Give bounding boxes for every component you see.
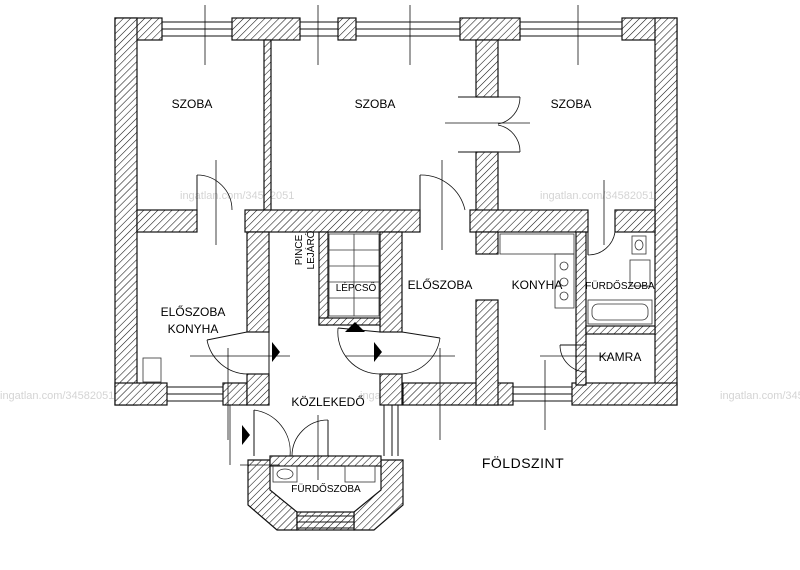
room-label-lepcso: LÉPCSŐ <box>336 280 377 294</box>
watermark-text: ingatlan.com/34582051 <box>720 390 800 402</box>
room-label-eloszoba: ELŐSZOBA <box>408 277 473 292</box>
room-label-szoba-middle: SZOBA <box>355 97 396 111</box>
room-label-kamra: KAMRA <box>599 350 642 364</box>
room-label-lejaro: LEJÁRÓ <box>304 230 317 269</box>
doors <box>196 96 616 457</box>
room-label-eloszoba-konyha-2: KONYHA <box>168 322 219 336</box>
watermark-text: ingatlan.com/34582051 <box>540 190 654 202</box>
axis-lines <box>190 5 610 480</box>
arrow-marker <box>345 322 365 332</box>
walls <box>114 17 678 531</box>
arrow-marker <box>272 342 280 362</box>
room-label-furdoszoba-bottom: FÜRDŐSZOBA <box>291 481 361 495</box>
plan-title: FÖLDSZINT <box>482 454 564 471</box>
arrow-marker <box>242 425 250 445</box>
room-label-szoba-right: SZOBA <box>551 97 592 111</box>
room-label-kozlekedo: KÖZLEKEDŐ <box>291 394 364 409</box>
room-labels: SZOBA SZOBA SZOBA ELŐSZOBA KONYHA PINCE … <box>161 97 655 495</box>
windows <box>162 21 622 529</box>
room-label-pince: PINCE <box>294 234 305 265</box>
room-label-furdoszoba-right: FÜRDŐSZOBA <box>585 278 655 292</box>
arrow-marker <box>374 342 382 362</box>
entrance-arrows <box>242 322 382 445</box>
fixtures <box>142 233 653 483</box>
room-label-konyha: KONYHA <box>512 278 563 292</box>
room-label-szoba-left: SZOBA <box>172 97 213 111</box>
room-label-eloszoba-konyha: ELŐSZOBA <box>161 304 226 319</box>
watermark-text: ingatlan.com/34582051 <box>0 390 114 402</box>
